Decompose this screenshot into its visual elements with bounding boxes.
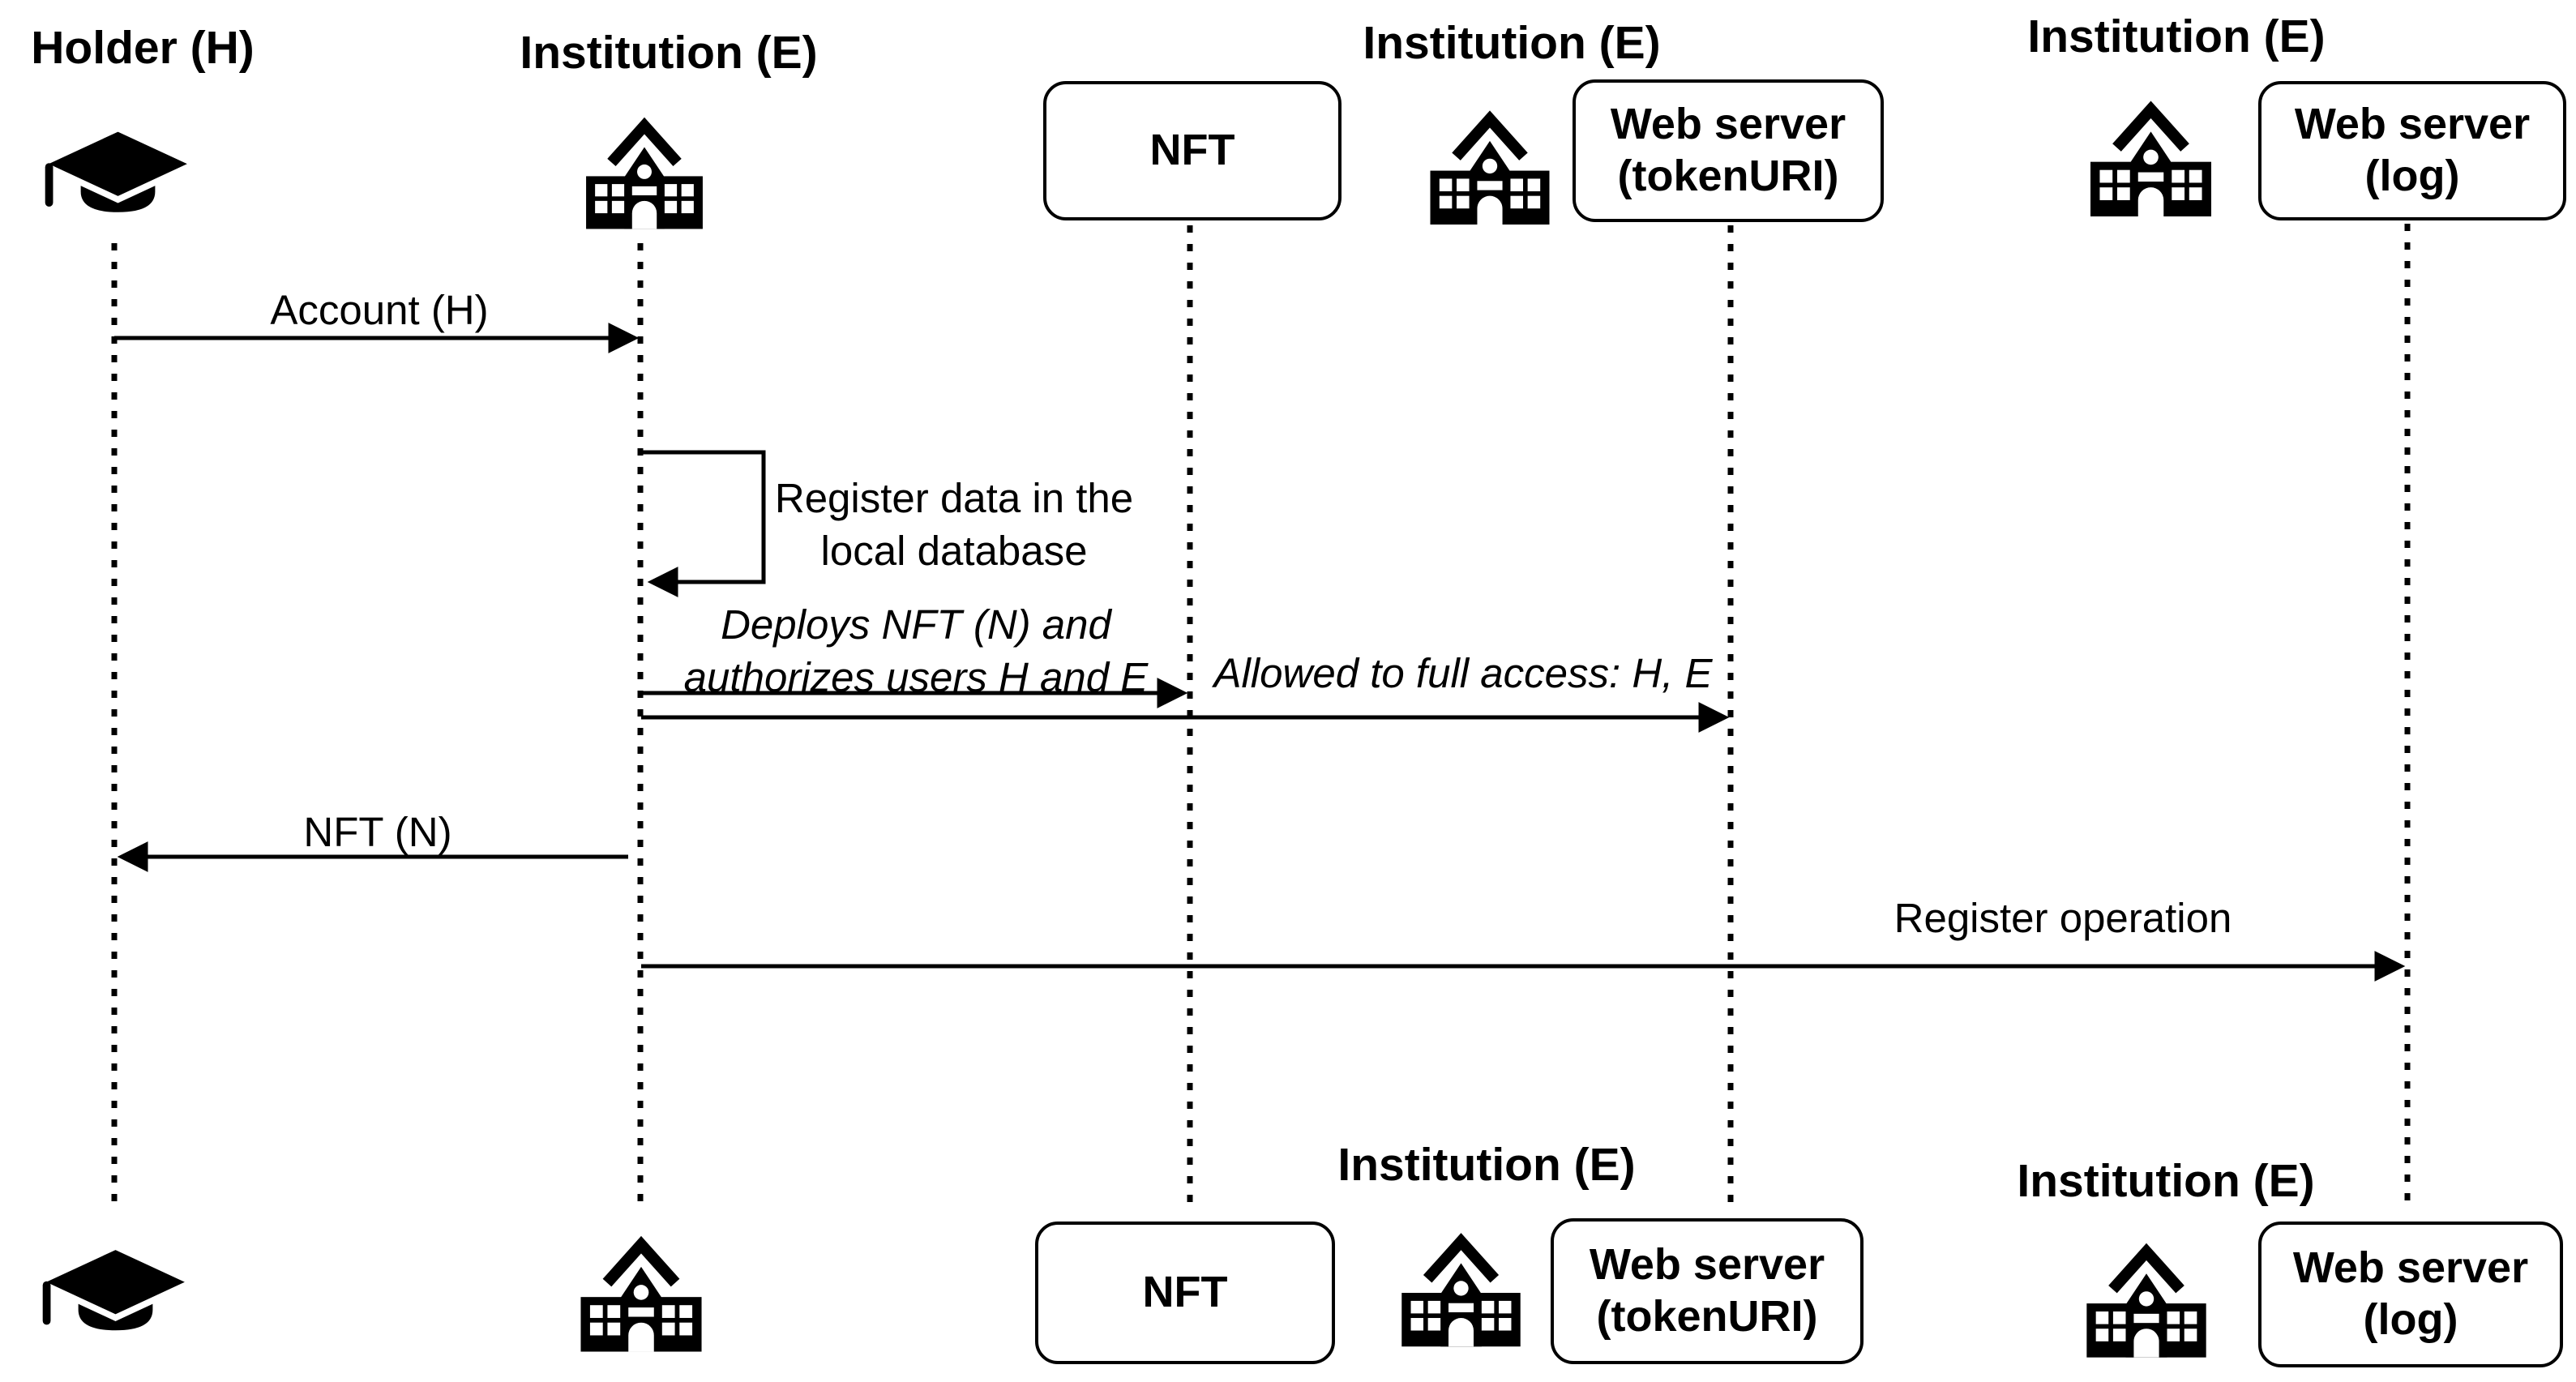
message-label-deploys: Deploys NFT (N) and authorizes users H a… bbox=[683, 601, 1149, 701]
school-building-icon bbox=[571, 1226, 711, 1356]
message-label-allowed: Allowed to full access: H, E bbox=[1213, 650, 1713, 696]
school-building-icon bbox=[1393, 1226, 1530, 1348]
webserver-tokenuri-box-bottom: Web server (tokenURI) bbox=[1551, 1218, 1864, 1364]
actor-label-institution-log: Institution (E) bbox=[2027, 11, 2326, 62]
school-building-icon bbox=[2079, 96, 2223, 216]
school-building-icon bbox=[577, 108, 712, 233]
school-building-icon bbox=[2077, 1234, 2215, 1362]
message-label-register-operation: Register operation bbox=[1893, 895, 2232, 941]
actor-label-holder: Holder (H) bbox=[31, 22, 255, 74]
webserver-log-box-bottom: Web server (log) bbox=[2258, 1222, 2563, 1367]
self-message-arrow-register-local bbox=[643, 450, 766, 597]
webserver-log-box: Web server (log) bbox=[2258, 81, 2566, 220]
nft-box: NFT bbox=[1043, 81, 1341, 220]
actor-label-institution: Institution (E) bbox=[520, 27, 818, 79]
actor-label-institution-tokenuri: Institution (E) bbox=[1363, 17, 1661, 69]
actor-label-institution-tokenuri-bottom: Institution (E) bbox=[1337, 1139, 1636, 1191]
graduation-cap-icon bbox=[35, 122, 201, 220]
school-building-icon bbox=[1420, 105, 1560, 225]
actor-label-institution-log-bottom: Institution (E) bbox=[2017, 1155, 2315, 1207]
message-label-nft-n: NFT (N) bbox=[303, 809, 452, 855]
graduation-cap-icon bbox=[32, 1239, 199, 1340]
message-label-account: Account (H) bbox=[270, 287, 489, 333]
message-label-register-local: Register data in the local database bbox=[774, 475, 1134, 575]
webserver-tokenuri-box: Web server (tokenURI) bbox=[1573, 79, 1884, 222]
nft-box-bottom: NFT bbox=[1035, 1222, 1335, 1364]
